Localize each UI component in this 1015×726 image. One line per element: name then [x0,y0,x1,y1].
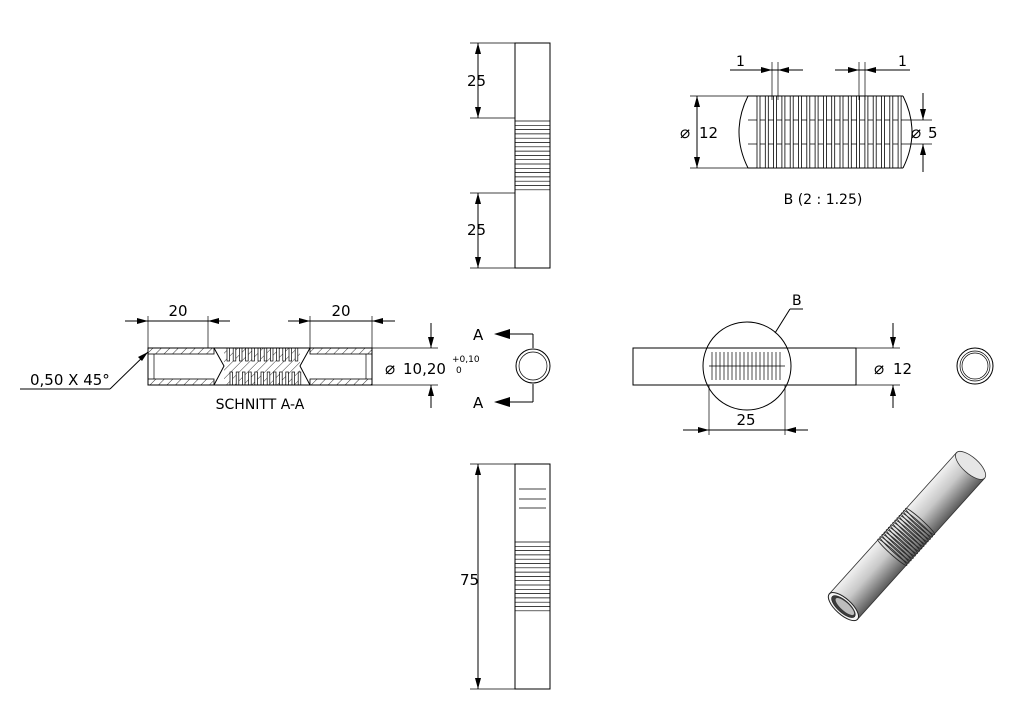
groove-slot [881,95,885,169]
diameter-icon: ⌀ [911,123,921,143]
groove-slot [897,95,902,169]
groove-slot [823,95,827,169]
section-view: 20 20 0,50 X 45° ⌀ 10,20 +0,10 0 SCHNITT… [20,302,480,413]
groove-slot [279,371,283,386]
groove-slot [798,95,802,169]
groove-slot [276,347,280,362]
groove-slot [889,95,894,169]
groove-slot [270,347,274,362]
diameter-icon: ⌀ [680,123,690,143]
section-dim-left: 20 [168,302,187,320]
section-diameter: 10,20 [403,360,446,378]
thread-ring [879,536,910,564]
detail-view-b: 1 1 ⌀ 12 ⌀ 5 B (2 : 1.25) [680,54,938,208]
groove-slot [282,347,286,362]
thread-ring [896,517,927,545]
groove-slot [239,347,243,362]
detail-pitch-right: 1 [898,54,907,70]
groove-slot [856,95,860,169]
bottom-view: 75 [460,463,551,690]
groove-slot [229,371,233,386]
groove-slot [773,95,777,169]
thread-ring [905,507,936,536]
groove-slot [814,95,819,169]
front-view: B ⌀ 12 25 [632,293,912,435]
thread-ring [890,524,921,552]
groove-slot [242,371,246,386]
groove-slot [297,371,302,386]
groove-slot [839,95,844,169]
groove-slot [285,371,289,386]
groove-slot [226,347,230,362]
isometric-grooves [877,507,936,566]
groove-slot [756,95,761,169]
groove-slot [273,371,277,386]
groove-slot [263,347,268,362]
groove-slot [245,347,249,362]
thread-ring [881,533,912,562]
groove-slot [847,95,852,169]
bottom-view-grooves [515,541,550,612]
groove-slot [248,371,252,386]
thread-ring [900,512,931,540]
front-dia: 12 [893,360,912,378]
detail-grooves [756,95,902,169]
detail-pitch-left: 1 [736,54,745,70]
front-dim-length: 25 [736,411,755,429]
groove-slot [789,95,794,169]
detail-callout: B [792,293,802,309]
section-tol-upper: +0,10 [452,355,480,365]
section-dim-right: 20 [331,302,350,320]
groove-slot [266,371,271,386]
groove-slot [294,347,299,362]
end-view-left: A A [473,326,551,412]
groove-slot [864,95,869,169]
thread-ring [887,526,919,555]
groove-slot [291,371,295,386]
groove-slot [764,95,769,169]
groove-slot [251,347,255,362]
diameter-icon: ⌀ [385,359,395,379]
groove-slot [781,95,786,169]
section-mark-bottom: A [473,394,484,412]
front-view-outline [632,347,857,386]
thread-ring [894,519,925,547]
section-title: SCHNITT A-A [216,397,305,413]
thread-ring [877,538,908,566]
end-view-right [956,347,994,385]
section-mark-top: A [473,326,484,344]
top-view-grooves [515,120,550,191]
groove-slot [235,371,240,386]
groove-slot [806,95,811,169]
thread-ring [902,510,933,538]
groove-slot [831,95,836,169]
detail-dia-outer: 12 [699,124,718,142]
diameter-icon: ⌀ [874,359,884,379]
detail-circle-b [702,321,792,411]
groove-slot [254,371,258,386]
top-dim-upper: 25 [467,72,486,90]
isometric-view [827,450,987,622]
thread-ring [885,529,916,557]
thread-ring [898,514,929,543]
thread-ring [892,522,923,550]
groove-slot [232,347,237,362]
groove-slot [257,347,261,362]
groove-slot [872,95,877,169]
groove-slot [288,347,292,362]
detail-dia-inner: 5 [928,124,938,142]
bottom-dim-length: 75 [460,571,479,589]
groove-slot [260,371,264,386]
detail-view-title: B (2 : 1.25) [784,192,863,208]
top-view: 25 25 [467,42,551,269]
section-tol-lower: 0 [456,366,462,376]
chamfer-callout: 0,50 X 45° [30,371,110,389]
top-dim-lower: 25 [467,221,486,239]
